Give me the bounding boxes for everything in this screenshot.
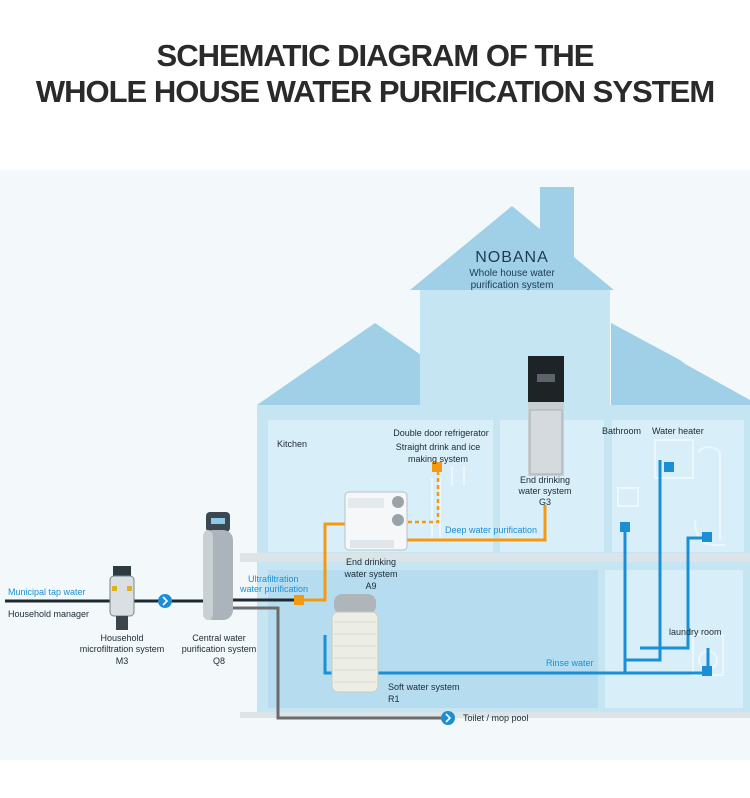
laundry-room-area	[605, 570, 743, 708]
outlet-refrigerator	[432, 462, 442, 472]
bathroom-room	[612, 420, 744, 552]
bathroom-pipe-3	[640, 536, 708, 650]
rinse-water-label: Rinse water	[546, 658, 594, 668]
brand-subtitle-2: purification system	[471, 280, 554, 291]
arrow-main	[158, 594, 172, 608]
brand-subtitle-1: Whole house water	[469, 268, 555, 279]
g3-label-1: End drinking	[520, 475, 570, 485]
bathroom-label: Bathroom	[602, 426, 641, 436]
toilet-label: Toilet / mop pool	[463, 713, 529, 723]
bathroom-pipe-2	[625, 460, 662, 662]
outlets	[620, 462, 712, 676]
outlet-heater	[664, 462, 674, 472]
refrigerator-label-1: Double door refrigerator	[393, 428, 489, 438]
ultrafiltration-label-1: Ultrafiltration	[248, 574, 299, 584]
municipal-label: Municipal tap water	[8, 587, 86, 597]
diagram-title-line-1: SCHEMATIC DIAGRAM OF THE	[156, 38, 595, 73]
r1-label-2: R1	[388, 694, 400, 704]
refrigerator-label-2: Straight drink and ice	[396, 442, 481, 452]
a9-label-2: water system	[343, 569, 397, 579]
q8-label-2: purification system	[182, 644, 257, 654]
right-roof-fill	[611, 323, 750, 412]
household-manager-label: Household manager	[8, 609, 89, 619]
g3-dispenser	[528, 356, 564, 476]
q8-tank	[203, 512, 233, 620]
toilet-pipe	[232, 606, 448, 720]
r1-softener	[331, 594, 379, 693]
q8-label-3: Q8	[213, 656, 225, 666]
ground-slab	[240, 712, 750, 718]
refrigerator-label-3: making system	[408, 454, 468, 464]
arrow-toilet	[441, 711, 455, 725]
deep-pipe-1	[300, 522, 350, 602]
water-heater-label: Water heater	[652, 426, 704, 436]
outlet-sink	[620, 522, 630, 532]
m3-filter	[109, 566, 135, 630]
sink-icon	[617, 487, 639, 507]
a9-label-3: A9	[365, 581, 376, 591]
rinse-pipe	[323, 635, 710, 675]
deep-purification-label: Deep water purification	[445, 525, 537, 535]
a9-label-1: End drinking	[346, 557, 396, 567]
center-roof	[410, 206, 614, 290]
q8-label-1: Central water	[192, 633, 246, 643]
refrigerator-outline	[431, 466, 465, 538]
refrigerator-pipe	[408, 468, 440, 524]
outlet-laundry	[702, 666, 712, 676]
water-heater-icon	[654, 439, 694, 479]
a9-unit	[344, 491, 408, 551]
m3-label-1: Household	[100, 633, 143, 643]
diagram-title-line-2: WHOLE HOUSE WATER PURIFICATION SYSTEM	[35, 74, 715, 109]
ultrafiltration-label-2: water purification	[239, 584, 308, 594]
laundry-room-label: laundry room	[669, 627, 722, 637]
r1-label-1: Soft water system	[388, 682, 460, 692]
outlet-toilet	[702, 532, 712, 542]
house	[240, 187, 750, 718]
floor-slab	[240, 553, 750, 562]
kitchen-label: Kitchen	[277, 439, 307, 449]
brand-name: NOBANA	[475, 249, 549, 266]
toilet-icon	[694, 519, 725, 546]
g3-label-2: water system	[517, 486, 571, 496]
flow-arrows	[158, 594, 455, 725]
lower-room-left	[268, 570, 598, 708]
deep-pipe-2	[400, 505, 547, 542]
g3-label-3: G3	[539, 497, 551, 507]
m3-label-2: microfiltration system	[80, 644, 165, 654]
m3-label-3: M3	[116, 656, 129, 666]
outlet-ultrafiltration	[294, 595, 304, 605]
shower-icon	[697, 446, 721, 453]
